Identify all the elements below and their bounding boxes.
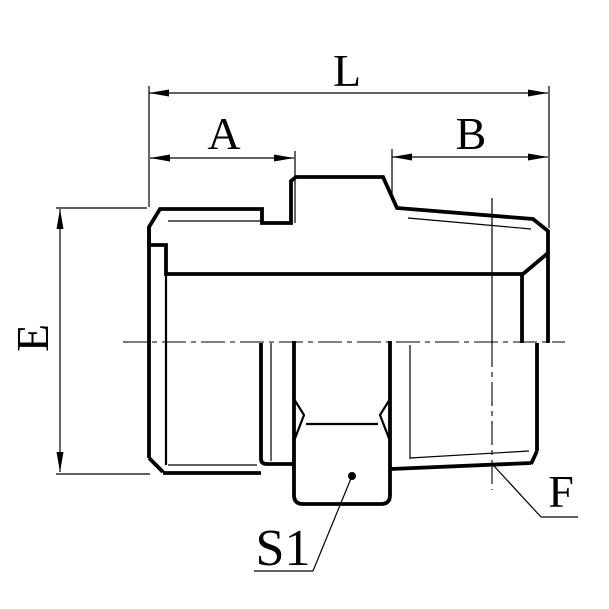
thread-root-line-taper-top bbox=[407, 217, 532, 230]
dimension-L-label: L bbox=[333, 45, 361, 96]
dimension-A-label: A bbox=[207, 108, 240, 159]
arrowhead bbox=[150, 154, 170, 162]
taper-root-bottom bbox=[409, 450, 530, 459]
part-body bbox=[147, 175, 550, 506]
dimension-B-label: B bbox=[456, 108, 487, 159]
thread-F-label: F bbox=[548, 466, 574, 517]
arrowhead bbox=[528, 153, 548, 161]
leader-line bbox=[493, 465, 542, 518]
dimension-L: L bbox=[148, 45, 550, 228]
arrowhead bbox=[149, 89, 169, 97]
arrowhead bbox=[274, 154, 294, 162]
hex-chamfer-right bbox=[378, 398, 392, 442]
hex-size-S1-label: S1 bbox=[256, 520, 311, 577]
taper-crest-bottom bbox=[390, 461, 532, 471]
arrowhead bbox=[528, 89, 548, 97]
leader-F: F bbox=[493, 465, 578, 518]
dimension-E: E bbox=[7, 207, 150, 475]
leader-S1: S1 bbox=[254, 472, 356, 577]
right-tip-chamfer bbox=[529, 450, 539, 465]
left-bottom-chamfer bbox=[147, 456, 165, 474]
leader-line bbox=[312, 475, 353, 572]
hex-chamfer-left bbox=[292, 398, 306, 442]
dimension-A: A bbox=[150, 108, 296, 223]
dimension-B: B bbox=[391, 108, 548, 200]
hex-nut-outline bbox=[292, 341, 392, 506]
arrowhead bbox=[56, 209, 64, 229]
dimension-E-label: E bbox=[7, 324, 58, 352]
arrowhead bbox=[392, 153, 412, 161]
thread-end-and-groove bbox=[259, 343, 294, 466]
arrowhead bbox=[56, 452, 64, 472]
